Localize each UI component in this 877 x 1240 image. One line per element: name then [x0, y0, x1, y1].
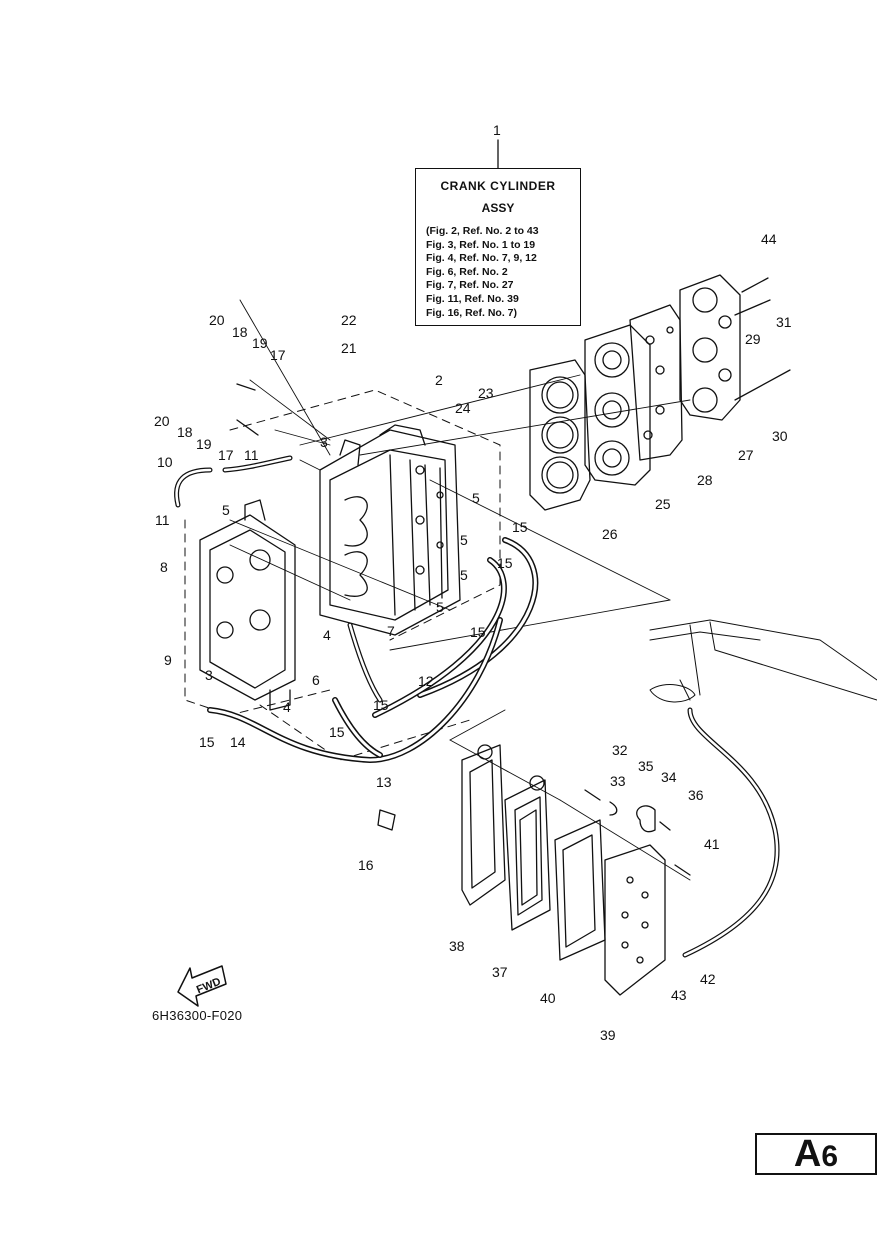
head-cover — [679, 274, 741, 421]
exhaust-gasket-38 — [461, 744, 506, 906]
callout-7: 7 — [387, 623, 395, 639]
callout-15f: 15 — [512, 519, 528, 535]
callout-38: 38 — [449, 938, 465, 954]
callout-17b: 17 — [218, 447, 234, 463]
page-label-number: 6 — [821, 1140, 839, 1173]
callout-1: 1 — [493, 122, 501, 138]
callout-5d: 5 — [460, 567, 468, 583]
callout-24: 24 — [455, 400, 471, 416]
callout-39: 39 — [600, 1027, 616, 1043]
page-label-letter: A — [793, 1133, 822, 1175]
callout-20a: 20 — [209, 312, 225, 328]
callout-15c: 15 — [373, 697, 389, 713]
callout-16: 16 — [358, 857, 374, 873]
exhaust-outer-cover — [604, 844, 666, 996]
callout-30: 30 — [772, 428, 788, 444]
fwd-label: FWD — [195, 976, 223, 997]
info-box-title: CRANK CYLINDER — [440, 179, 556, 193]
callout-25: 25 — [655, 496, 671, 512]
callout-15b: 15 — [329, 724, 345, 740]
gasket-40 — [554, 819, 606, 961]
callout-15a: 15 — [199, 734, 215, 750]
callout-4a: 4 — [323, 627, 331, 643]
callout-28: 28 — [697, 472, 713, 488]
info-box-line: Fig. 11, Ref. No. 39 — [426, 292, 519, 305]
info-box-line: Fig. 16, Ref. No. 7) — [426, 306, 518, 319]
callout-5b: 5 — [472, 490, 480, 506]
exhaust-inner-cover — [504, 775, 551, 931]
callout-18a: 18 — [232, 324, 248, 340]
callout-4b: 4 — [283, 699, 291, 715]
callout-37: 37 — [492, 964, 508, 980]
info-box-subtitle: ASSY — [481, 201, 515, 215]
callout-12: 12 — [418, 673, 434, 689]
assembly-info-box: CRANK CYLINDER ASSY (Fig. 2, Ref. No. 2 … — [415, 168, 581, 326]
callout-34: 34 — [661, 769, 677, 785]
callout-32: 32 — [612, 742, 628, 758]
cylinder-head — [584, 324, 651, 486]
callout-2: 2 — [435, 372, 443, 388]
callout-29: 29 — [745, 331, 761, 347]
callout-13: 13 — [376, 774, 392, 790]
callout-40: 40 — [540, 990, 556, 1006]
info-box-reference-list: (Fig. 2, Ref. No. 2 to 43 Fig. 3, Ref. N… — [426, 225, 580, 320]
callout-44: 44 — [761, 231, 777, 247]
callout-10: 10 — [157, 454, 173, 470]
callout-22: 22 — [341, 312, 357, 328]
callout-42: 42 — [700, 971, 716, 987]
callout-14: 14 — [230, 734, 246, 750]
callout-19b: 19 — [196, 436, 212, 452]
callout-15e: 15 — [497, 555, 513, 571]
callout-41: 41 — [704, 836, 720, 852]
callout-9: 9 — [164, 652, 172, 668]
callout-23: 23 — [478, 385, 494, 401]
cylinder-block-left — [199, 499, 296, 711]
callout-11a: 11 — [244, 447, 259, 463]
callout-43: 43 — [671, 987, 687, 1003]
callout-33: 33 — [610, 773, 626, 789]
callout-6: 6 — [312, 672, 320, 688]
crankcase-part — [319, 424, 461, 636]
head-cover-gasket — [629, 304, 683, 461]
callout-20b: 20 — [154, 413, 170, 429]
callout-5e: 5 — [436, 599, 444, 615]
page-label-box: A 6 — [755, 1133, 877, 1175]
callout-36: 36 — [688, 787, 704, 803]
callout-3b: 3 — [205, 667, 213, 683]
head-gasket — [529, 359, 591, 511]
diagram-code: 6H36300-F020 — [152, 1008, 243, 1023]
info-box-line: Fig. 7, Ref. No. 27 — [426, 279, 514, 292]
callout-19a: 19 — [252, 335, 268, 351]
callout-17a: 17 — [270, 347, 286, 363]
callout-18b: 18 — [177, 424, 193, 440]
callout-11b: 11 — [155, 512, 170, 528]
info-box-line: Fig. 6, Ref. No. 2 — [426, 265, 508, 278]
info-box-line: (Fig. 2, Ref. No. 2 to 43 — [426, 225, 539, 237]
info-box-line: Fig. 4, Ref. No. 7, 9, 12 — [426, 252, 537, 265]
callout-5c: 5 — [460, 532, 468, 548]
callout-26: 26 — [602, 526, 618, 542]
callout-5a: 5 — [222, 502, 230, 518]
callout-3a: 3 — [320, 434, 328, 450]
callout-27: 27 — [738, 447, 754, 463]
callout-31: 31 — [776, 314, 792, 330]
callout-21: 21 — [341, 340, 357, 356]
callout-15d: 15 — [470, 624, 486, 640]
callout-35: 35 — [638, 758, 654, 774]
callout-8: 8 — [160, 559, 168, 575]
info-box-line: Fig. 3, Ref. No. 1 to 19 — [426, 238, 536, 251]
